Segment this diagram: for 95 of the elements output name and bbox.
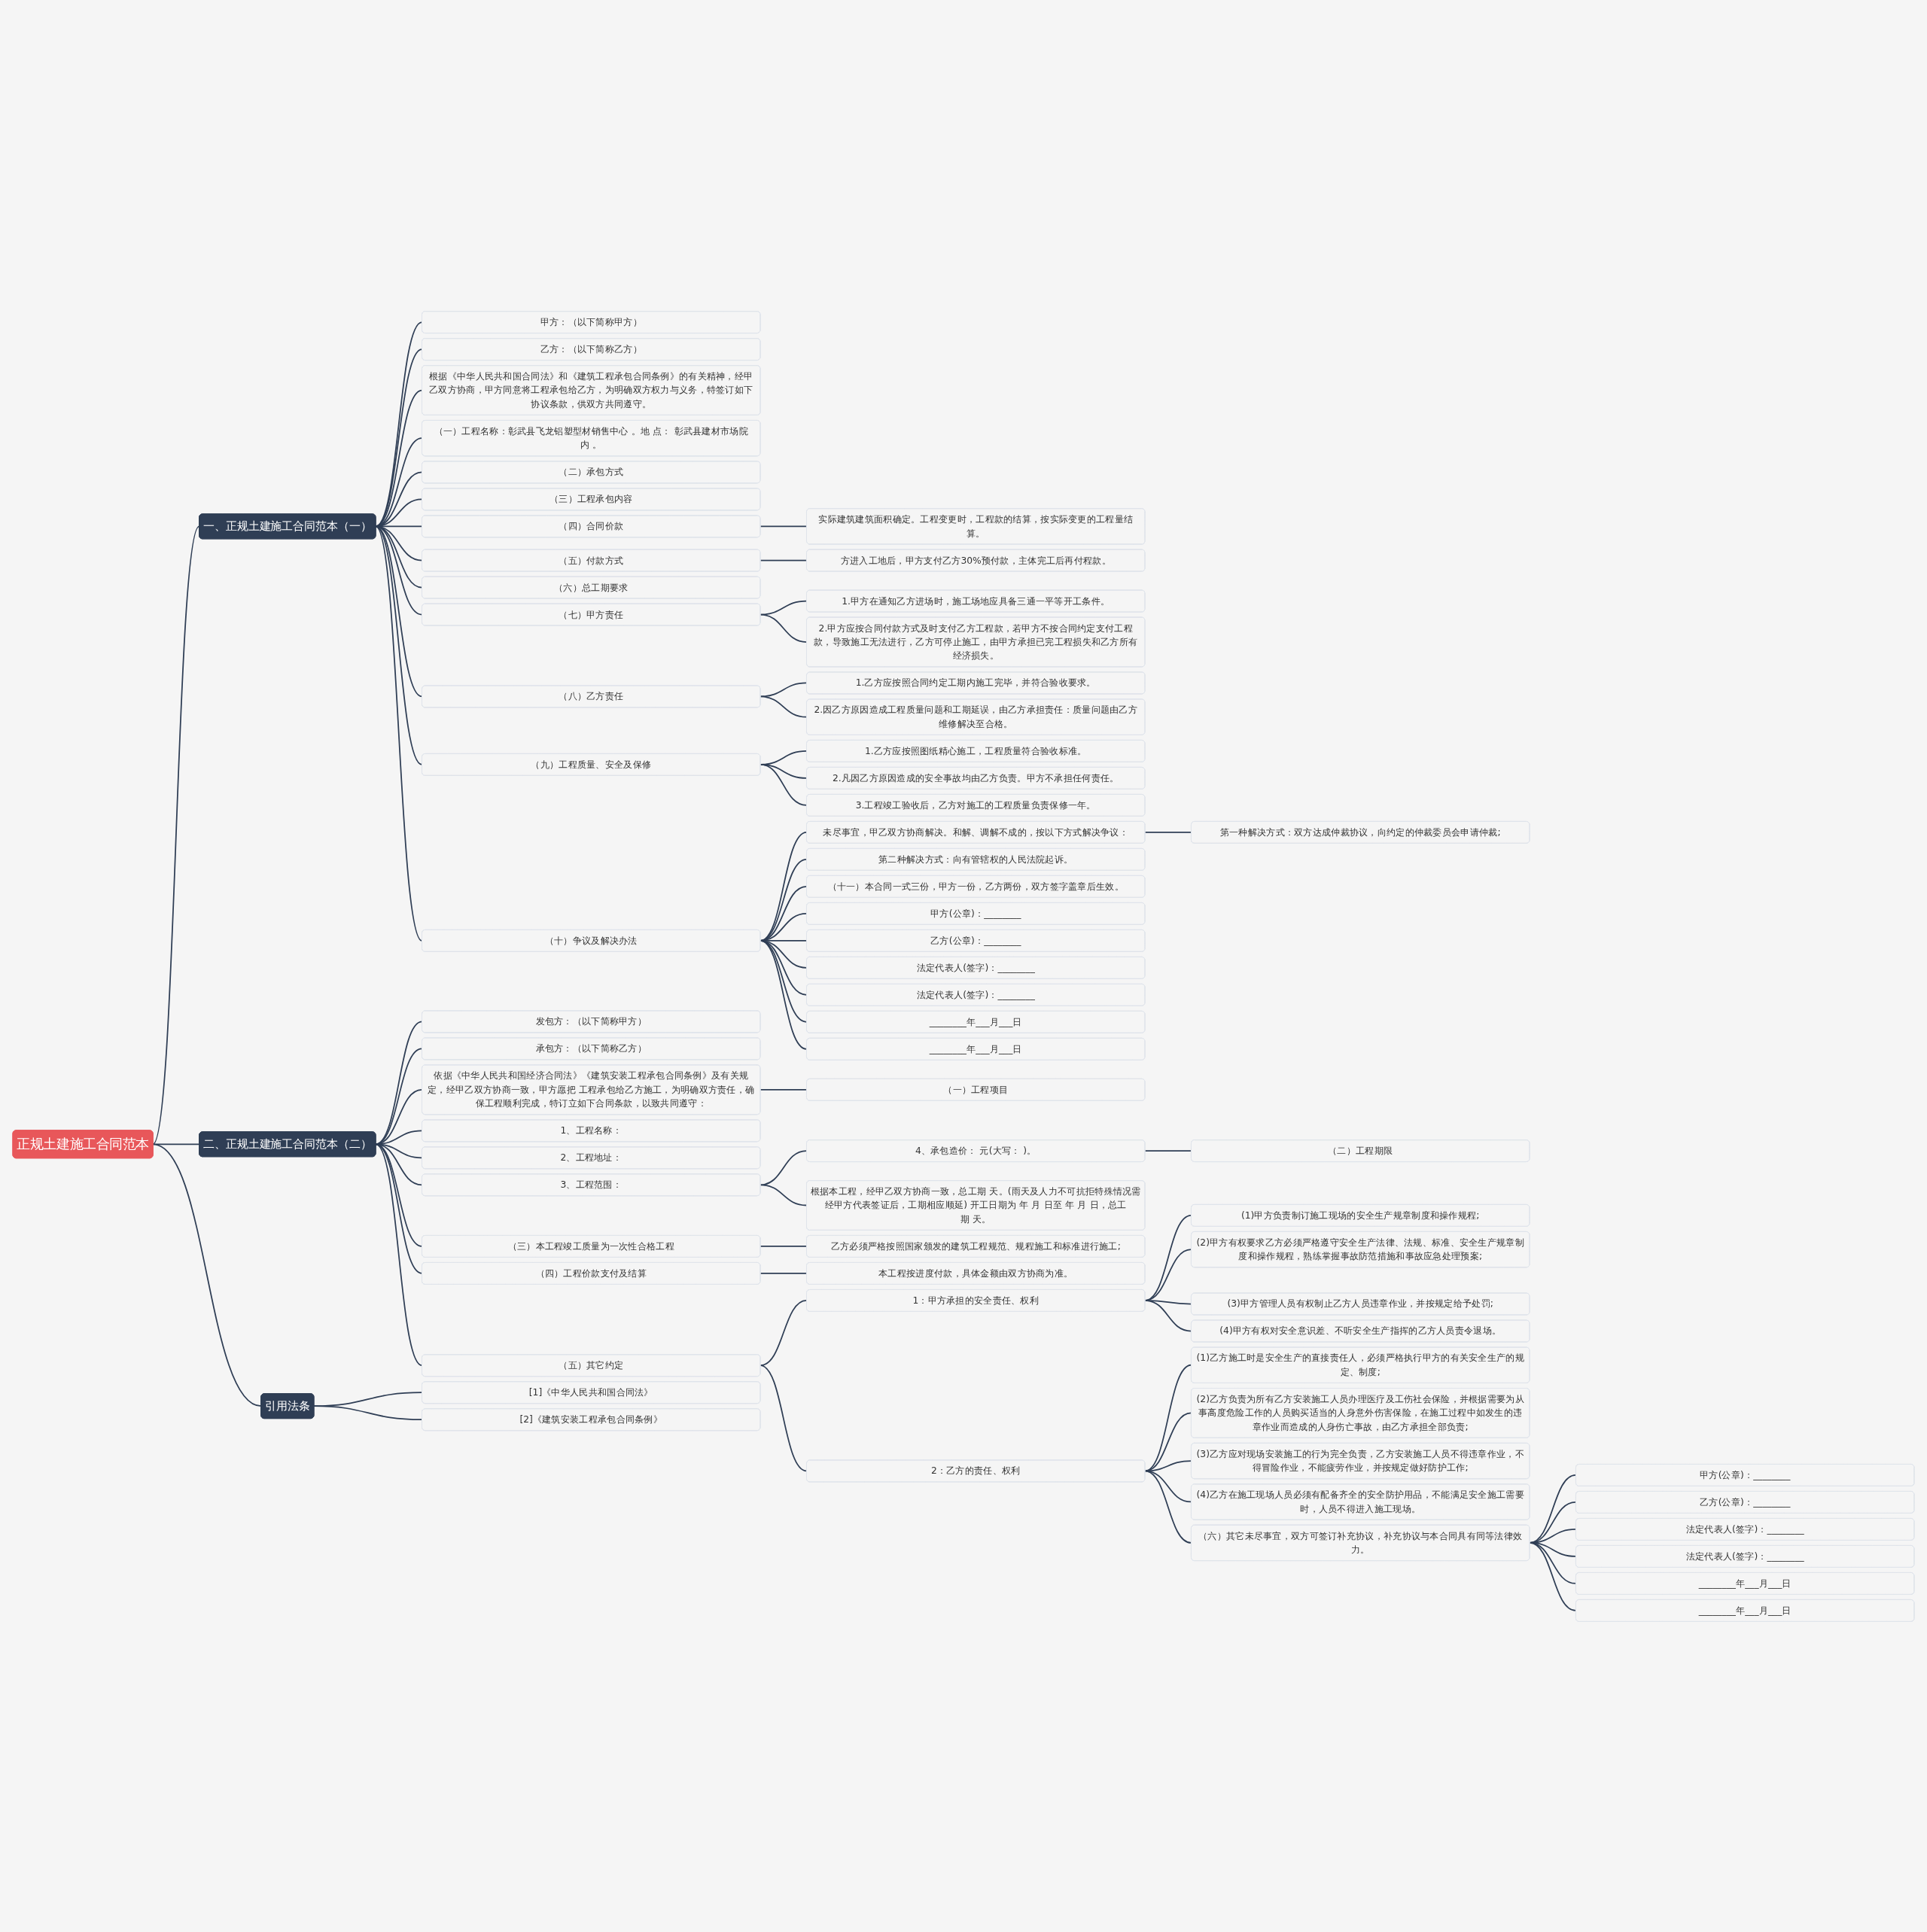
node-text: 甲方：（以下简称甲方） <box>540 316 642 327</box>
node-text: 法定代表人(签字)：________ <box>1685 1523 1804 1535</box>
node-text: 3、工程范围： <box>560 1179 623 1190</box>
node-text: (3)甲方管理人员有权制止乙方人员违章作业，并按规定给予处罚; <box>1227 1298 1493 1309</box>
node-text: 2：乙方的责任、权利 <box>931 1465 1021 1476</box>
node-text: ________年___月___日 <box>929 1015 1022 1027</box>
node-text: 2.因乙方原因造成工程质量问题和工期延误，由乙方承担责任：质量问题由乙方维修解决至合格。 <box>814 704 1138 729</box>
node-text: (1)乙方施工时是安全生产的直接责任人，必须严格执行甲方的有关安全生产的规定、制度; <box>1196 1352 1524 1377</box>
node-text: 3.工程竣工验收后，乙方对施工的工程质量负责保修一年。 <box>855 799 1096 810</box>
node-text: （六）总工期要求 <box>554 581 629 592</box>
connector <box>1144 1149 1192 1152</box>
connector <box>375 525 423 765</box>
connector <box>760 763 808 806</box>
node-text: 承包方：（以下简称乙方） <box>535 1042 647 1054</box>
node-text: (1)甲方负责制订施工现场的安全生产规章制度和操作规程; <box>1241 1209 1480 1220</box>
connector <box>375 525 423 942</box>
node-text: (3)乙方应对现场安装施工的行为完全负责，乙方安装施工人员不得违章作业，不得冒险作业，不能疲劳作业，并按规定做好防护工作; <box>1196 1447 1524 1473</box>
node-text: [1]《中华人民共和国合同法》 <box>528 1386 653 1398</box>
node-text: （三）本工程竣工质量为一次性合格工程 <box>507 1240 674 1252</box>
node-text: （三）工程承包内容 <box>549 493 633 504</box>
connector <box>375 1021 423 1145</box>
connector <box>152 1142 200 1145</box>
node-text: (2)甲方有权要求乙方必须严格遵守安全生产法律、法规、标准、安全生产规章制度和操作规程，熟练掌握事故防范措施和事故应急处理预案; <box>1196 1236 1524 1261</box>
node-text: （四）工程价款支付及结算 <box>535 1267 647 1279</box>
node-text: 乙方必须严格按照国家颁发的建筑工程规范、规程施工和标准进行施工; <box>830 1240 1121 1252</box>
connector <box>375 389 423 527</box>
connector <box>760 682 808 697</box>
node-text: （八）乙方责任 <box>559 690 624 701</box>
connector <box>760 939 808 1050</box>
node-text: （六）其它未尽事宜，双方可签订补充协议，补充协议与本合同具有同等法律效力。 <box>1198 1529 1523 1555</box>
node-text: 第二种解决方式：向有管辖权的人民法院起诉。 <box>878 853 1073 864</box>
node-text: （十一）本合同一式三份，甲方一份，乙方两份，双方签字盖章后生效。 <box>827 880 1124 891</box>
connector <box>375 1142 423 1366</box>
node-text: 法定代表人(签字)：________ <box>916 988 1035 999</box>
node-text: (2)乙方负责为所有乙方安装施工人员办理医疗及工伤社会保险，并根据需要为从事高度危险工作的人员购买适当的人身意外伤害保险，在施工过程中如发生的违章作业而造成的人身伤亡事故，由乙方承担全部负责; <box>1196 1393 1524 1432</box>
connector <box>313 1404 423 1420</box>
node-text: （九）工程质量、安全及保修 <box>531 758 652 769</box>
node-text: 乙方(公章)：________ <box>930 934 1021 945</box>
connector <box>760 1364 808 1471</box>
connector <box>1144 1364 1192 1471</box>
node-text: 1、工程名称： <box>560 1124 623 1136</box>
connector <box>760 613 808 643</box>
node-text: 2.甲方应按合同付款方式及时支付乙方工程款，若甲方不按合同约定支付工程款，导致施工无法进行，乙方可停止施工，由甲方承担已完工程损失和乙方所有经济损失。 <box>814 622 1138 661</box>
node-text: 乙方(公章)：________ <box>1700 1495 1791 1508</box>
node-text: 1.乙方应按照合同约定工期内施工完毕，并符合验收要求。 <box>855 677 1096 688</box>
node-text: （五）付款方式 <box>559 554 624 565</box>
connector <box>1144 1299 1192 1331</box>
node-text: 方进入工地后，甲方支付乙方30%预付款，主体完工后再付程款。 <box>840 554 1111 565</box>
connector <box>1144 831 1192 833</box>
node-text: 1：甲方承担的安全责任、权利 <box>912 1294 1040 1306</box>
connector <box>152 1142 262 1407</box>
connector <box>1144 1470 1192 1544</box>
node-text: 实际建筑建筑面积确定。工程变更时，工程款的结算，按实际变更的工程量结算。 <box>818 513 1134 538</box>
node-text: 未尽事宜，甲乙双方协商解决。和解、调解不成的，按以下方式解决争议： <box>823 826 1129 837</box>
node-text: (4)甲方有权对安全意识差、不听安全生产指挥的乙方人员责令退场。 <box>1219 1325 1502 1336</box>
node-text: （十）争议及解决办法 <box>544 934 638 945</box>
node-text: （七）甲方责任 <box>559 608 624 619</box>
node-text: （一）工程项目 <box>943 1083 1009 1094</box>
node-text: 法定代表人(签字)：________ <box>1685 1550 1804 1562</box>
connector <box>760 695 808 718</box>
connector <box>760 559 808 561</box>
node-text: (4)乙方在施工现场人员必须有配备齐全的安全防护用品，不能满足安全施工需要时，人员不得进入施工现场。 <box>1196 1489 1524 1514</box>
node-text: （一）工程名称：彰武县飞龙铝塑型材销售中心 。地 点： 彰武县建材市场院内 。 <box>434 424 748 450</box>
node-text: （五）其它约定 <box>559 1359 624 1371</box>
connector <box>760 1245 808 1247</box>
connector <box>760 1183 808 1206</box>
connector <box>760 1088 808 1091</box>
node-text: 本工程按进度付款，具体金额由双方协商为准。 <box>878 1267 1073 1279</box>
node-text: 根据《中华人民共和国合同法》和《建筑工程承包合同条例》的有关精神，经甲乙双方协商，甲方同意将工程承包给乙方，为明确双方权力与义务，特签订如下协议条款，供双方共同遵守。 <box>429 370 753 409</box>
node-text: （四）合同价款 <box>559 520 624 531</box>
connector <box>760 1299 808 1366</box>
node-text: ________年___月___日 <box>1698 1604 1792 1616</box>
node-text: 2.凡因乙方原因造成的安全事故均由乙方负责。甲方不承担任何责任。 <box>833 771 1119 783</box>
node-text: [2]《建筑安装工程承包合同条例》 <box>519 1413 663 1425</box>
node-text: 1.乙方应按照图纸精心施工，工程质量符合验收标准。 <box>865 744 1087 756</box>
node-text: 第一种解决方式：双方达成仲裁协议，向约定的仲裁委员会申请仲裁; <box>1219 826 1501 837</box>
node-text: ________年___月___日 <box>1698 1577 1792 1589</box>
node-text: 发包方：（以下简称甲方） <box>535 1015 647 1027</box>
node-text: 4、承包造价： 元(大写： )。 <box>915 1145 1037 1156</box>
connector <box>152 525 200 1145</box>
connector <box>760 525 808 527</box>
node-text: 甲方(公章)：________ <box>930 907 1021 918</box>
node-text: ________年___月___日 <box>929 1042 1022 1054</box>
node-text: 1.甲方在通知乙方进场时，施工场地应具备三通一平等开工条件。 <box>842 595 1110 606</box>
node-text: 乙方：（以下简称乙方） <box>540 343 642 354</box>
node-text: （二）承包方式 <box>559 466 624 477</box>
node-text: 甲方(公章)：________ <box>1700 1468 1791 1480</box>
node-text: 法定代表人(签字)：________ <box>916 961 1035 972</box>
connector <box>1529 1541 1577 1611</box>
connector <box>1144 1412 1192 1471</box>
connector <box>760 1272 808 1274</box>
node-text: 依据《中华人民共和国经济合同法》《建筑安装工程承包合同条例》及有关规定，经甲乙双方协商一致，甲方愿把 工程承包给乙方施工，为明确双方责任，确保工程顺利完成，特订立如下合同条款，以致共同遵守： <box>428 1069 755 1109</box>
node-text: （二）工程期限 <box>1328 1145 1393 1156</box>
node-text: 2、工程地址： <box>560 1152 623 1163</box>
node-text: 根据本工程，经甲乙双方协商一致，总工期 天。(雨天及人力不可抗拒特殊情况需经甲方代表签证后，工期相应顺延) 开工日期为 年 月 日至 年 月 日，总工期 天。 <box>810 1185 1141 1225</box>
